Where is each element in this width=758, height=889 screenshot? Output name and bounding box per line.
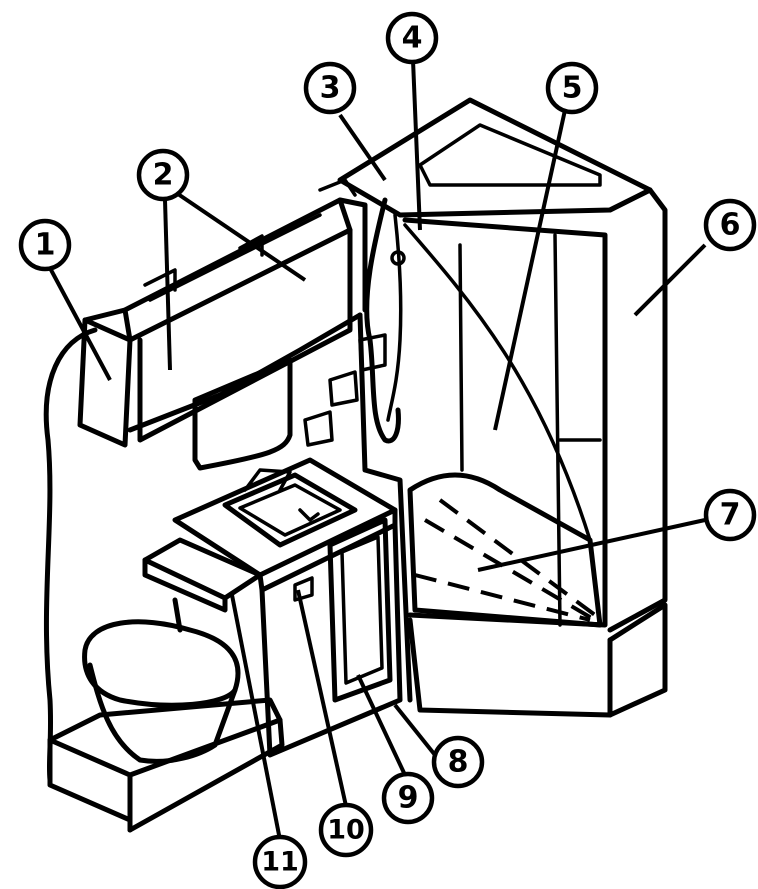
callout-3: 3	[303, 61, 357, 115]
callout-5-label: 5	[562, 71, 583, 106]
shower-enclosure	[337, 97, 668, 718]
leader-3	[338, 113, 387, 182]
leader-11	[230, 594, 282, 841]
leader-lines	[48, 59, 707, 841]
leader-4	[411, 59, 422, 231]
callout-7-label: 7	[720, 498, 741, 533]
callout-10: 10	[318, 802, 374, 858]
callout-1: 1	[18, 218, 72, 272]
callout-7: 7	[703, 488, 757, 542]
callout-2-label: 2	[153, 158, 174, 193]
callout-1-label: 1	[35, 228, 56, 263]
callout-8-label: 8	[448, 745, 469, 780]
callout-11-label: 11	[261, 847, 299, 878]
callout-5: 5	[545, 61, 599, 115]
leader-1	[48, 267, 112, 381]
callout-9: 9	[381, 771, 435, 825]
callout-6: 6	[703, 198, 757, 252]
mirror	[192, 357, 293, 471]
callout-8: 8	[431, 735, 485, 789]
toilet	[82, 597, 241, 764]
callout-3-label: 3	[320, 71, 341, 106]
overhead-cabinet	[77, 178, 368, 448]
leader-2a	[163, 199, 172, 371]
callout-4: 4	[385, 11, 439, 65]
toilet-platform	[47, 697, 285, 833]
callout-6-label: 6	[720, 208, 741, 243]
leader-6	[633, 243, 707, 317]
leader-8	[393, 703, 437, 757]
wall-fixtures	[303, 197, 406, 447]
leader-7	[477, 518, 706, 572]
callout-4-label: 4	[402, 21, 423, 56]
leader-10	[296, 589, 350, 816]
callout-11: 11	[252, 834, 308, 889]
callout-10-label: 10	[327, 815, 365, 846]
callout-9-label: 9	[398, 781, 419, 816]
vanity-unit	[142, 457, 403, 758]
leader-9	[356, 674, 407, 776]
leader-5	[493, 109, 567, 431]
leader-2b	[173, 190, 307, 282]
callout-2: 2	[136, 148, 190, 202]
